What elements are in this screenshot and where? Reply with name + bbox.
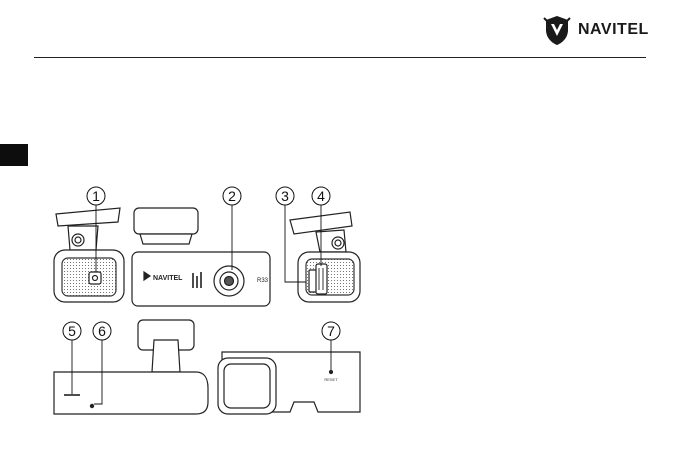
rear-view bbox=[218, 352, 360, 414]
side-view-left bbox=[54, 208, 124, 302]
callout-label-4: 4 bbox=[317, 188, 325, 204]
callout-label-3: 3 bbox=[281, 188, 289, 204]
callout-label-5: 5 bbox=[68, 323, 76, 339]
callout-label-6: 6 bbox=[98, 323, 106, 339]
model-label: R33 bbox=[257, 278, 269, 284]
front-view bbox=[132, 208, 270, 306]
callout-label-1: 1 bbox=[92, 188, 100, 204]
callout-label-2: 2 bbox=[228, 188, 236, 204]
reset-label: RESET bbox=[324, 377, 338, 382]
callout-label-7: 7 bbox=[327, 323, 335, 339]
device-brand-label: NAVITEL bbox=[153, 275, 183, 282]
side-view-right bbox=[290, 212, 360, 302]
